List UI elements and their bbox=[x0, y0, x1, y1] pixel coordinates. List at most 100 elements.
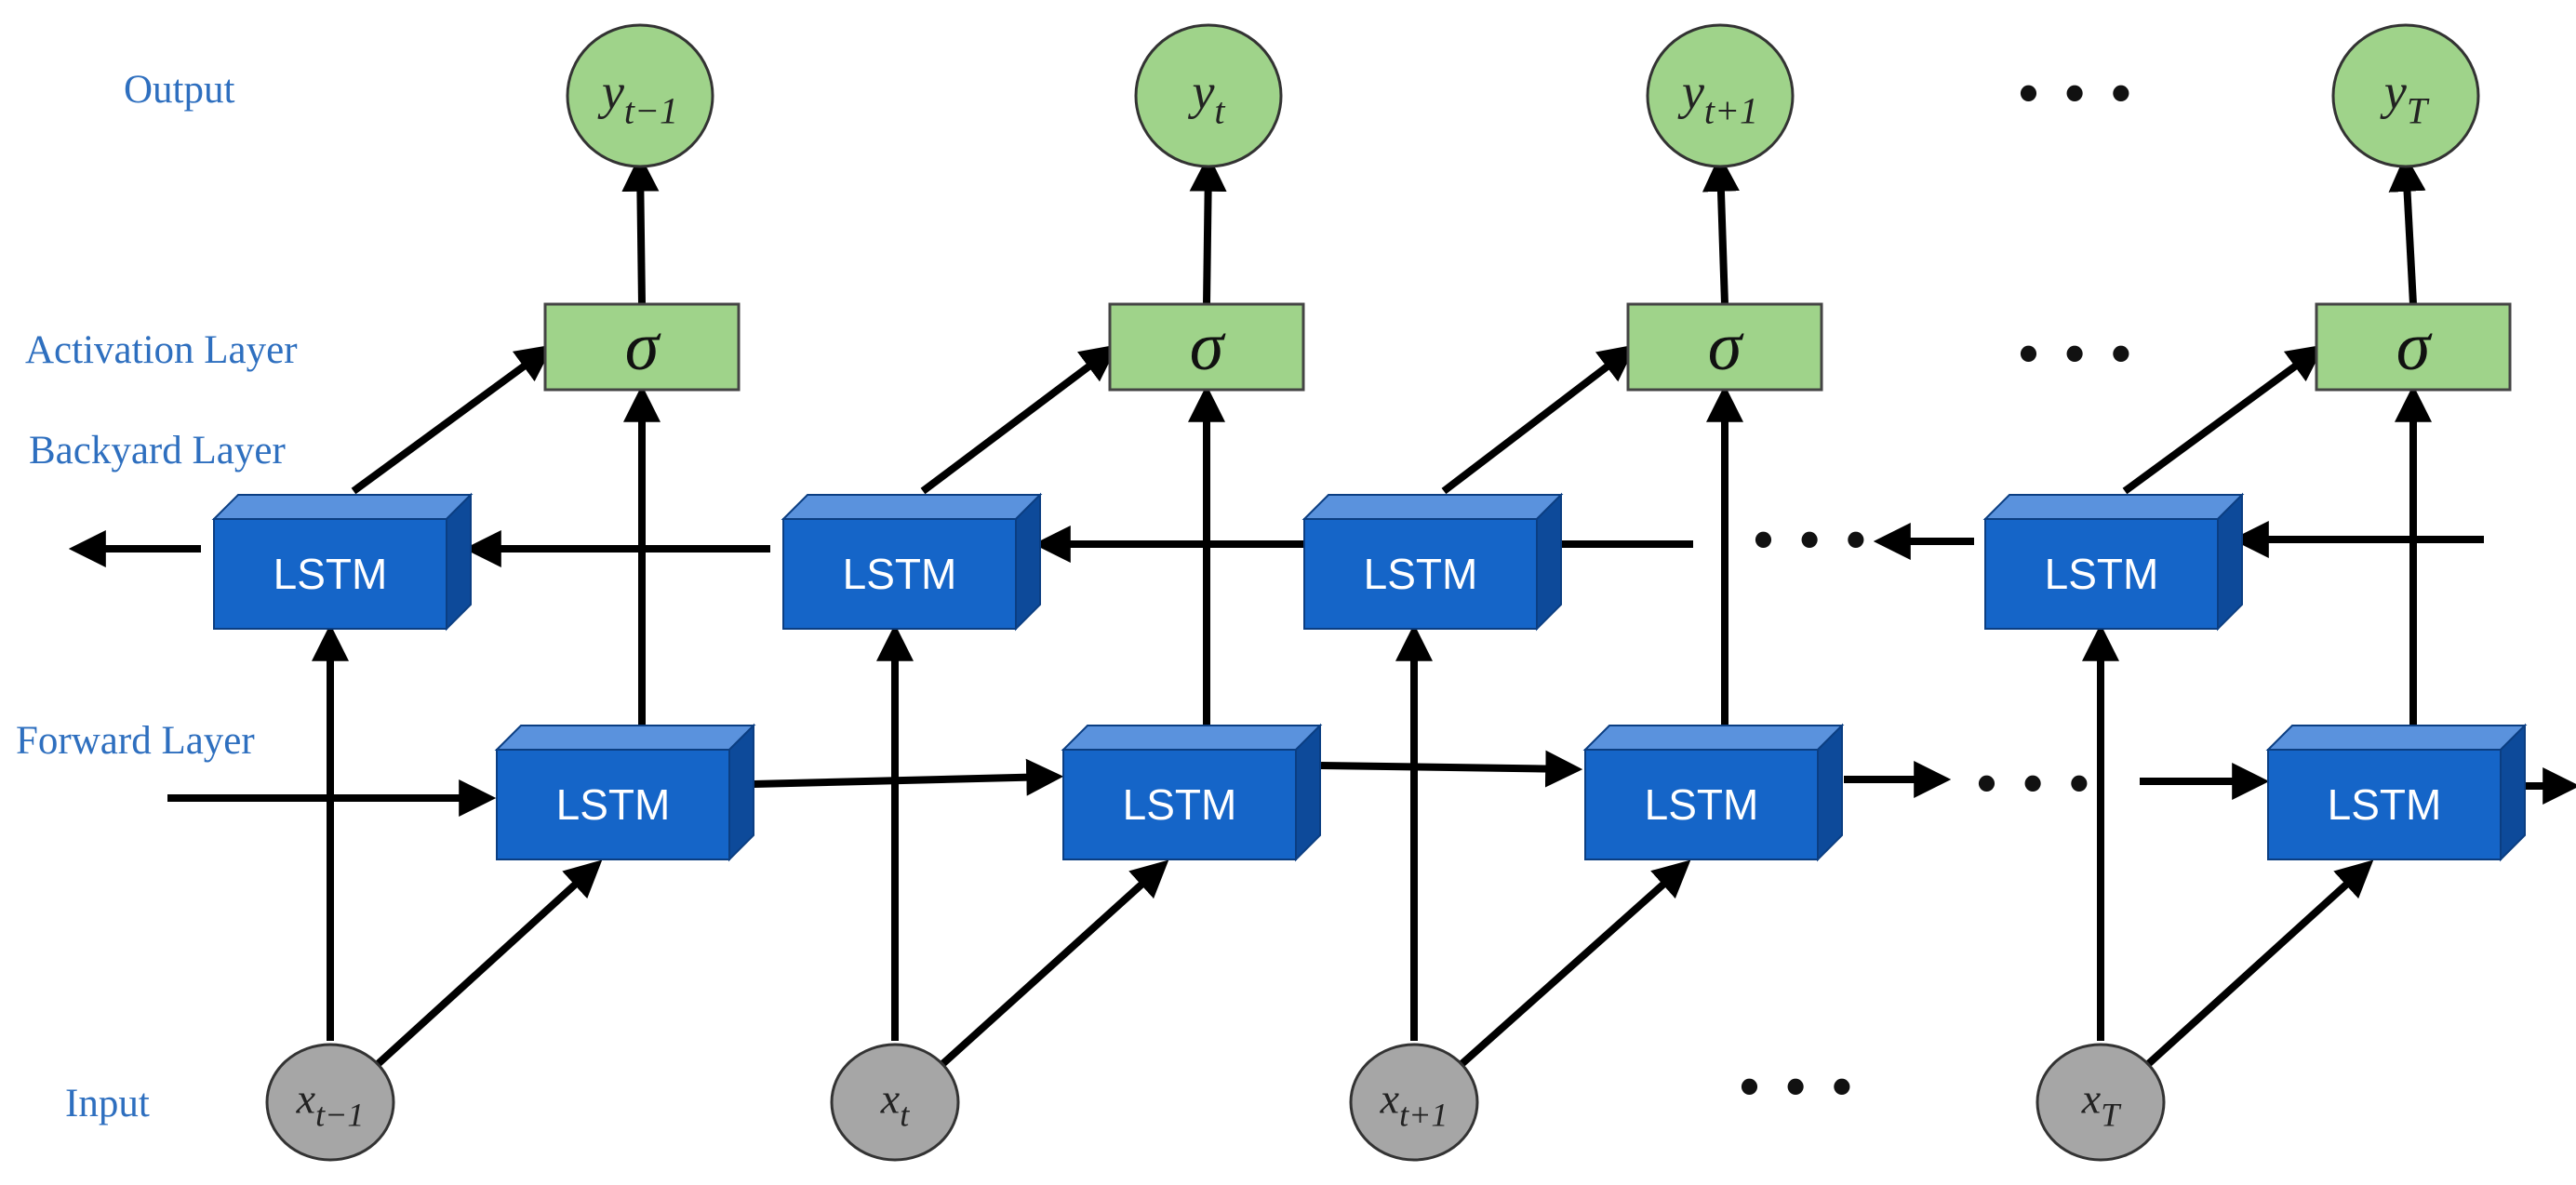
backward-lstm-0-front-face bbox=[213, 518, 447, 630]
activation-sigma-3-box bbox=[2315, 302, 2512, 392]
input-node-2-label: xt+1 bbox=[1380, 1075, 1448, 1134]
activation-sigma-3: σ bbox=[2315, 302, 2512, 392]
backward-lstm-2-side-face bbox=[1536, 492, 1562, 632]
input-node-2: xt+1 bbox=[1349, 1043, 1479, 1162]
backward-lstm-0-side-face bbox=[446, 492, 472, 632]
backward-lstm-3-side-face bbox=[2217, 492, 2243, 632]
forward-lstm-3-label: LSTM bbox=[2328, 780, 2442, 829]
backward-lstm-1-top-face bbox=[781, 494, 1043, 520]
input-node-3-label: xT bbox=[2081, 1075, 2122, 1134]
input-node-1-circle bbox=[830, 1043, 960, 1162]
output-node-0: yt−1 bbox=[566, 23, 714, 168]
backward-layer-label: Backyard Layer bbox=[29, 429, 286, 473]
forward-ellipsis: • • • bbox=[1977, 752, 2094, 814]
output-node-3-circle bbox=[2331, 23, 2480, 168]
backward-lstm-0: LSTM bbox=[211, 492, 474, 632]
input-to-forward-arrow-3 bbox=[2144, 859, 2374, 1068]
backward-ellipsis: • • • bbox=[1754, 508, 1871, 570]
forward-lstm-1-side-face bbox=[1295, 723, 1321, 862]
activation-sigma-0-box bbox=[543, 302, 741, 392]
output-node-1-circle bbox=[1134, 23, 1283, 168]
forward-lstm-0: LSTM bbox=[494, 723, 756, 862]
output-node-2: yt+1 bbox=[1646, 23, 1795, 168]
backward-lstm-1-front-face bbox=[782, 518, 1017, 630]
activation-layer-label: Activation Layer bbox=[25, 328, 298, 372]
input-to-forward-arrow-2 bbox=[1458, 859, 1691, 1068]
forward-lstm-0-front-face bbox=[496, 749, 730, 860]
backward-to-activation-arrow-2 bbox=[1441, 344, 1636, 495]
forward-chain-arrow-1 bbox=[753, 758, 1064, 796]
input-to-forward-arrow-1 bbox=[939, 859, 1169, 1068]
input-node-0-label: xt−1 bbox=[296, 1075, 365, 1134]
activation-sigma-0-symbol: σ bbox=[625, 309, 661, 385]
forward-lstm-0-side-face bbox=[728, 723, 754, 862]
backward-lstm-2-top-face bbox=[1301, 494, 1564, 520]
backward-to-activation-arrow-0 bbox=[351, 344, 554, 495]
backward-to-activation-arrow-3 bbox=[2122, 344, 2326, 495]
backward-to-activation-arrow-1 bbox=[920, 344, 1118, 495]
output-node-0-label: yt−1 bbox=[597, 64, 678, 132]
forward-lstm-1-top-face bbox=[1061, 725, 1323, 751]
output-layer-label: Output bbox=[124, 68, 235, 112]
backward-lstm-3-top-face bbox=[1982, 494, 2245, 520]
input-node-0-circle bbox=[265, 1043, 395, 1162]
forward-lstm-2-side-face bbox=[1817, 723, 1843, 862]
forward-lstm-3-side-face bbox=[2500, 723, 2526, 862]
diagram-nodes: LSTM LSTM σ yt−1 xt−1 LSTM LSTM σ yt xt LSTM LSTM σ y… bbox=[211, 23, 2528, 1162]
activation-sigma-2-box bbox=[1626, 302, 1823, 392]
output-node-3-label: yT bbox=[2380, 64, 2430, 132]
forward-lstm-0-top-face bbox=[494, 725, 756, 751]
input-node-1: xt bbox=[830, 1043, 960, 1162]
forward-lstm-1-front-face bbox=[1062, 749, 1297, 860]
input-node-3: xT bbox=[2035, 1043, 2166, 1162]
forward-lstm-3: LSTM bbox=[2265, 723, 2528, 862]
input-node-2-circle bbox=[1349, 1043, 1479, 1162]
activation-to-output-arrow-2 bbox=[1702, 153, 1740, 305]
backward-lstm-3-front-face bbox=[1984, 518, 2219, 630]
backward-lstm-1-side-face bbox=[1015, 492, 1041, 632]
output-node-2-label: yt+1 bbox=[1677, 64, 1758, 132]
backward-lstm-2-front-face bbox=[1303, 518, 1538, 630]
backward-lstm-1-label: LSTM bbox=[843, 550, 957, 598]
activation-sigma-1: σ bbox=[1108, 302, 1305, 392]
activation-sigma-1-symbol: σ bbox=[1190, 309, 1226, 385]
forward-lstm-0-label: LSTM bbox=[556, 780, 671, 829]
backward-lstm-2: LSTM bbox=[1301, 492, 1564, 632]
backward-lstm-0-label: LSTM bbox=[274, 550, 388, 598]
input-ellipsis: • • • bbox=[1740, 1055, 1857, 1117]
input-node-0: xt−1 bbox=[265, 1043, 395, 1162]
forward-lstm-2-front-face bbox=[1584, 749, 1819, 860]
forward-lstm-1: LSTM bbox=[1061, 723, 1323, 862]
activation-sigma-2-symbol: σ bbox=[1708, 309, 1744, 385]
input-layer-label: Input bbox=[65, 1082, 150, 1125]
output-node-1: yt bbox=[1134, 23, 1283, 168]
output-ellipsis: • • • bbox=[2019, 61, 2136, 124]
forward-lstm-2: LSTM bbox=[1582, 723, 1845, 862]
backward-lstm-3-label: LSTM bbox=[2045, 550, 2159, 598]
output-node-0-circle bbox=[566, 23, 714, 168]
activation-to-output-arrow-0 bbox=[621, 153, 660, 305]
output-node-2-circle bbox=[1646, 23, 1795, 168]
activation-sigma-1-box bbox=[1108, 302, 1305, 392]
forward-layer-label: Forward Layer bbox=[16, 719, 255, 763]
backward-lstm-2-label: LSTM bbox=[1364, 550, 1478, 598]
activation-sigma-0: σ bbox=[543, 302, 741, 392]
backward-lstm-0-top-face bbox=[211, 494, 474, 520]
forward-lstm-1-label: LSTM bbox=[1123, 780, 1237, 829]
input-to-forward-arrow-0 bbox=[374, 859, 603, 1068]
activation-to-output-arrow-1 bbox=[1189, 153, 1227, 305]
input-node-3-circle bbox=[2035, 1043, 2166, 1162]
backward-lstm-3: LSTM bbox=[1982, 492, 2245, 632]
output-node-3: yT bbox=[2331, 23, 2480, 168]
forward-lstm-2-top-face bbox=[1582, 725, 1845, 751]
activation-to-output-arrow-3 bbox=[2388, 153, 2426, 305]
activation-sigma-2: σ bbox=[1626, 302, 1823, 392]
activation-sigma-3-symbol: σ bbox=[2396, 309, 2433, 385]
forward-lstm-2-label: LSTM bbox=[1645, 780, 1759, 829]
output-node-1-label: yt bbox=[1187, 64, 1225, 132]
connection-arrows bbox=[68, 153, 2576, 1068]
forward-lstm-3-top-face bbox=[2265, 725, 2528, 751]
activation-ellipsis: • • • bbox=[2019, 322, 2136, 384]
backward-lstm-1: LSTM bbox=[781, 492, 1043, 632]
